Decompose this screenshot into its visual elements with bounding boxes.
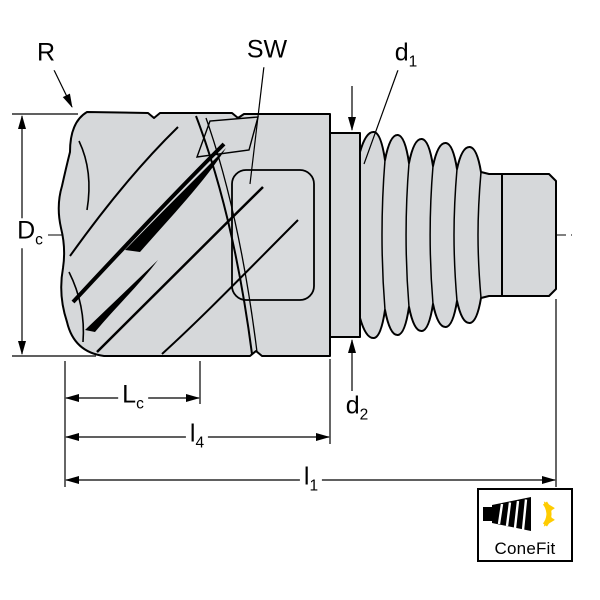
- tool-details: [68, 115, 482, 355]
- conefit-label: ConeFit: [494, 539, 556, 558]
- label-d2: d2: [341, 393, 373, 423]
- label-wrench-size: SW: [242, 37, 292, 67]
- label-radius: R: [32, 40, 60, 70]
- shank-end-cylinder: [501, 173, 557, 297]
- label-lc: Lc: [118, 382, 148, 412]
- leader-wrench: [249, 65, 265, 185]
- wrench-flat: [231, 169, 315, 301]
- conefit-clamp-arrow-icon: [542, 501, 555, 527]
- flute-shadow: [125, 148, 226, 252]
- conefit-icon: [483, 497, 555, 531]
- flute-shadow: [85, 260, 158, 332]
- label-d1: d1: [390, 40, 422, 70]
- label-l1: l1: [299, 464, 323, 494]
- label-dc: Dc: [13, 218, 47, 248]
- dimension-d1: [348, 69, 399, 165]
- conefit-badge: ConeFit: [477, 488, 573, 562]
- label-l4: l4: [185, 421, 209, 451]
- conefit-cone-icon: [483, 497, 531, 531]
- shank-neck: [329, 132, 361, 338]
- leader-radius: [53, 69, 73, 108]
